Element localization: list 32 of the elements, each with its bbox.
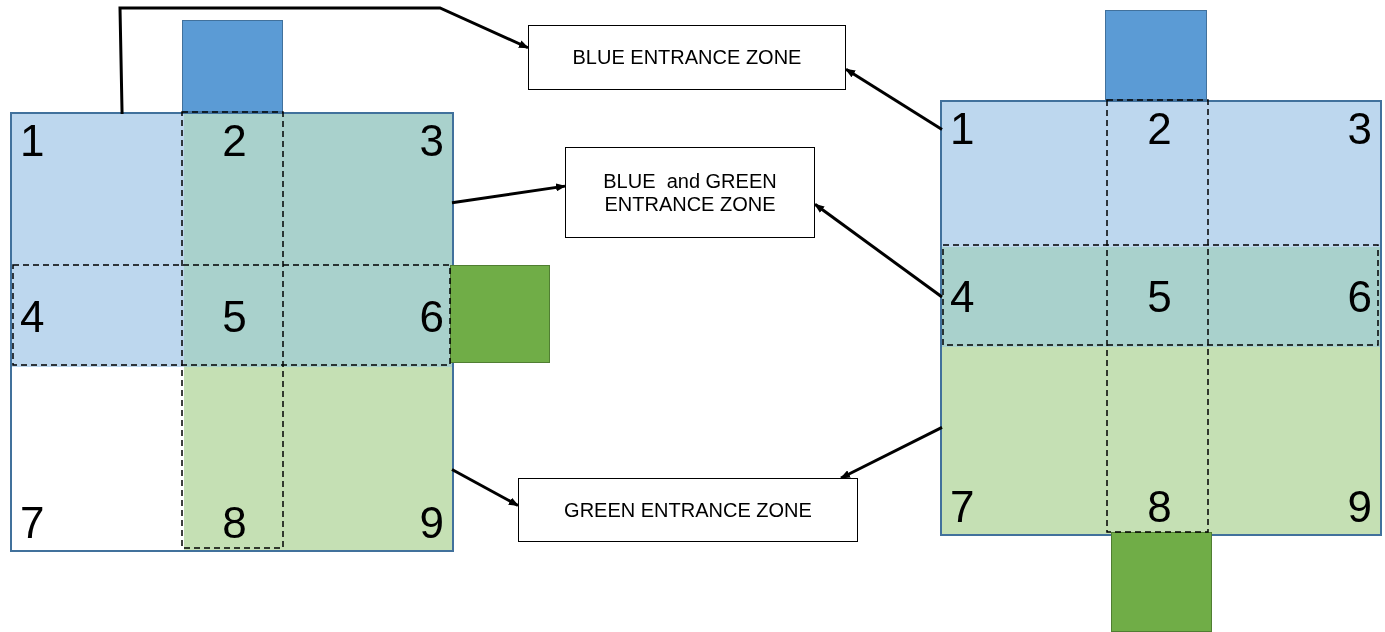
zone-label-box: BLUE and GREEN ENTRANCE ZONE	[565, 147, 815, 238]
grid-cell: 4	[12, 267, 184, 367]
grid-cell: 1	[942, 102, 1109, 247]
grid-cell: 5	[1109, 247, 1210, 347]
entrance-square	[1111, 532, 1212, 632]
grid-cell: 2	[184, 114, 285, 267]
grid-cell: 6	[1210, 247, 1380, 347]
grid-cell: 3	[285, 114, 452, 267]
floor-grid	[940, 100, 1382, 536]
grid-cell: 8	[184, 367, 285, 550]
grid-cell: 5	[184, 267, 285, 367]
grid-cell: 8	[1109, 347, 1210, 534]
grid-cell: 7	[942, 347, 1109, 534]
grid-cell: 3	[1210, 102, 1380, 247]
arrow	[451, 183, 566, 205]
arrow	[814, 203, 943, 299]
grid-cell: 1	[12, 114, 184, 267]
grid-cell: 4	[942, 247, 1109, 347]
floor-grid	[10, 112, 454, 552]
grid-cell: 2	[1109, 102, 1210, 247]
grid-cell: 9	[1210, 347, 1380, 534]
entrance-square	[450, 265, 550, 363]
grid-cell: 9	[285, 367, 452, 550]
entrance-square	[1105, 10, 1207, 100]
zone-label-box: BLUE ENTRANCE ZONE	[528, 25, 846, 90]
arrow	[118, 6, 529, 115]
grid-cell: 6	[285, 267, 452, 367]
arrow	[451, 468, 519, 507]
arrow	[845, 67, 943, 131]
zone-label-box: GREEN ENTRANCE ZONE	[518, 478, 858, 542]
arrow	[840, 426, 943, 480]
entrance-square	[182, 20, 283, 112]
